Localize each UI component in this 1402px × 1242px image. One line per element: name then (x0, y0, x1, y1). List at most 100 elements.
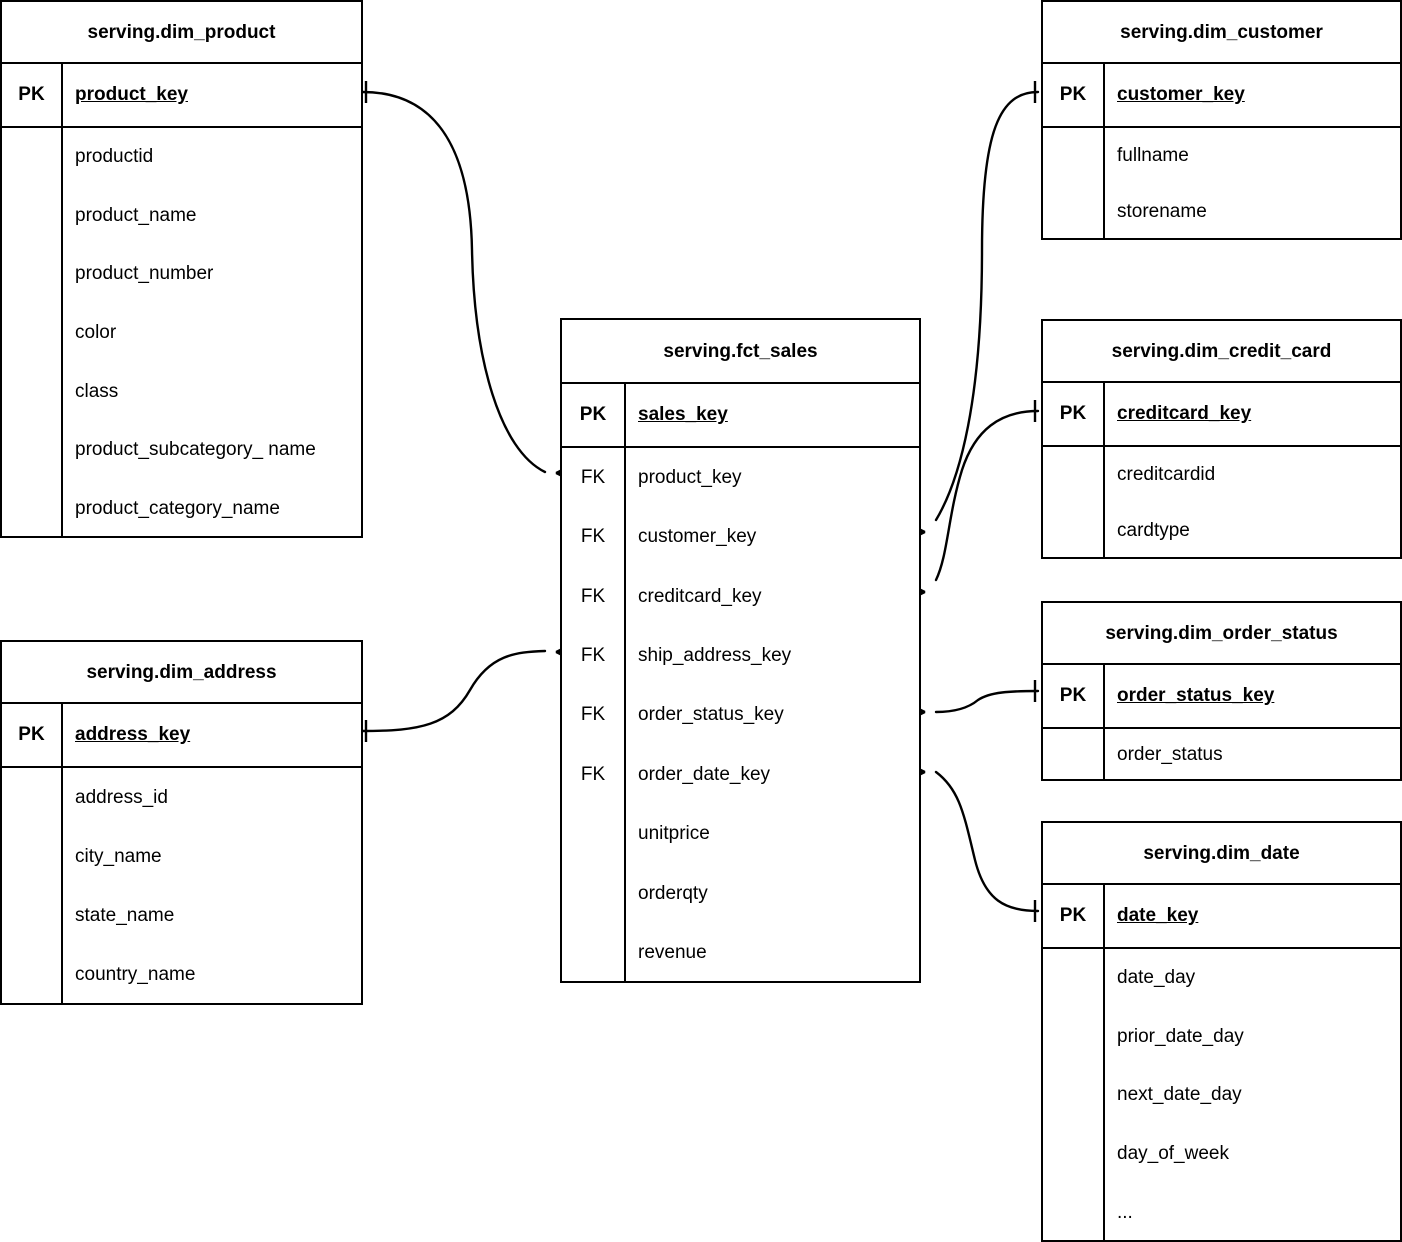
entity-title-dim_address: serving.dim_address (86, 661, 277, 683)
key-gutter-dim_date (1043, 949, 1103, 1242)
entity-rows-dim_address: PK address_key address_id city_name state_na… (2, 702, 361, 1005)
relationship-address-to-sales[interactable] (361, 640, 579, 742)
key-gutter-dim_order_status (1043, 729, 1103, 781)
attribute-dim_product-2: product_number (75, 263, 214, 285)
pk-label-dim_customer: PK (1059, 84, 1087, 105)
entity-title-dim_credit_card: serving.dim_credit_card (1111, 340, 1332, 362)
attribute-dim_address-2: state_name (75, 905, 175, 927)
relationship-orderstatus-to-sales[interactable] (902, 680, 1040, 724)
entity-title-dim_customer: serving.dim_customer (1120, 21, 1323, 43)
pk-row-dim_credit_card[interactable]: PK creditcard_key (1043, 383, 1400, 447)
attribute-dim_customer-1: storename (1117, 201, 1207, 222)
attr-gutter-cell-dim_product-4 (2, 362, 61, 421)
relationship-line-orderstatus-to-sales (934, 689, 1040, 714)
attribute-block-dim_address: address_id city_name state_name country_nam… (2, 768, 361, 1005)
pk-field-dim_credit_card: creditcard_key (1103, 383, 1400, 445)
relationship-customer-to-sales[interactable] (902, 81, 1040, 544)
attribute-dim_product-6: product_category_name (75, 497, 280, 519)
key-gutter-dim_address (2, 768, 61, 1005)
attr-gutter-cell-dim_date-2 (1043, 1066, 1103, 1125)
attribute-dim_address-3: country_name (75, 964, 196, 986)
attr-gutter-cell-fct_sales-2 (562, 924, 624, 983)
attribute-block-dim_customer: fullname storename (1043, 128, 1400, 240)
attr-gutter-cell-dim_product-1 (2, 187, 61, 246)
attribute-dim_product-1: product_name (75, 204, 197, 226)
fk-label-fct_sales-4: FK (580, 704, 606, 726)
attr-gutter-cell-dim_product-0 (2, 128, 61, 187)
pk-field-fct_sales: sales_key (624, 384, 919, 446)
attribute-dim_date-1: prior_date_day (1117, 1025, 1244, 1047)
attr-gutter-cell-fct_sales-1 (562, 864, 624, 923)
pk-field-dim_date: date_key (1103, 885, 1400, 947)
entity-title-dim_product: serving.dim_product (87, 21, 276, 43)
attribute-list-dim_customer: fullname storename (1103, 128, 1400, 240)
relationship-creditcard-to-sales[interactable] (902, 400, 1040, 604)
pk-row-dim_address[interactable]: PK address_key (2, 704, 361, 768)
attr-gutter-cell-dim_address-1 (2, 827, 61, 886)
attr-gutter-cell-dim_date-1 (1043, 1008, 1103, 1067)
relationship-product-to-sales[interactable] (361, 81, 579, 485)
attribute-list-dim_credit_card: creditcardid cardtype (1103, 447, 1400, 559)
attribute-dim_credit_card-0: creditcardid (1117, 464, 1216, 485)
pk-label-dim_address: PK (18, 724, 45, 745)
attribute-fct_sales-0: unitprice (638, 823, 710, 845)
attribute-block-dim_credit_card: creditcardid cardtype (1043, 447, 1400, 559)
fk-label-fct_sales-2: FK (580, 585, 606, 607)
fk-field-fct_sales-0: product_key (638, 466, 742, 488)
pk-row-dim_customer[interactable]: PK customer_key (1043, 64, 1400, 128)
attr-gutter-cell-dim_credit_card-0 (1043, 447, 1103, 503)
attribute-dim_date-4: ... (1117, 1201, 1133, 1223)
relationship-line-customer-to-sales (934, 90, 1040, 522)
attribute-fct_sales-1: orderqty (638, 882, 708, 904)
key-gutter-dim_customer (1043, 128, 1103, 240)
attribute-dim_address-1: city_name (75, 845, 162, 867)
attribute-list-dim_order_status: order_status (1103, 729, 1400, 781)
fk-label-fct_sales-1: FK (580, 526, 606, 548)
relationship-line-date-to-sales (934, 770, 1040, 913)
attr-gutter-cell-dim_product-6 (2, 479, 61, 538)
entity-rows-dim_credit_card: PK creditcard_key creditcardid cardtype (1043, 381, 1400, 559)
attribute-dim_address-0: address_id (75, 786, 168, 808)
attribute-dim_date-3: day_of_week (1117, 1143, 1229, 1165)
relationship-line-address-to-sales (361, 649, 547, 733)
attribute-dim_credit_card-1: cardtype (1117, 520, 1190, 541)
fk-label-fct_sales-3: FK (580, 645, 606, 667)
pk-field-dim_customer: customer_key (1103, 64, 1400, 126)
fk-field-fct_sales-5: order_date_key (638, 763, 771, 785)
relationship-date-to-sales[interactable] (902, 760, 1040, 922)
attribute-block-dim_order_status: order_status (1043, 729, 1400, 781)
pk-field-dim_address: address_key (61, 704, 361, 766)
entity-title-fct_sales: serving.fct_sales (663, 340, 818, 362)
key-gutter-dim_credit_card (1043, 447, 1103, 559)
attribute-dim_date-2: next_date_day (1117, 1084, 1242, 1106)
attribute-dim_customer-0: fullname (1117, 145, 1189, 166)
attr-gutter-cell-dim_address-3 (2, 946, 61, 1005)
attr-gutter-cell-dim_date-4 (1043, 1183, 1103, 1242)
attr-gutter-cell-dim_address-0 (2, 768, 61, 827)
relationship-line-creditcard-to-sales (934, 409, 1040, 582)
attr-gutter-cell-dim_product-2 (2, 245, 61, 304)
attr-gutter-cell-fct_sales-0 (562, 805, 624, 864)
pk-label-dim_credit_card: PK (1059, 403, 1087, 424)
